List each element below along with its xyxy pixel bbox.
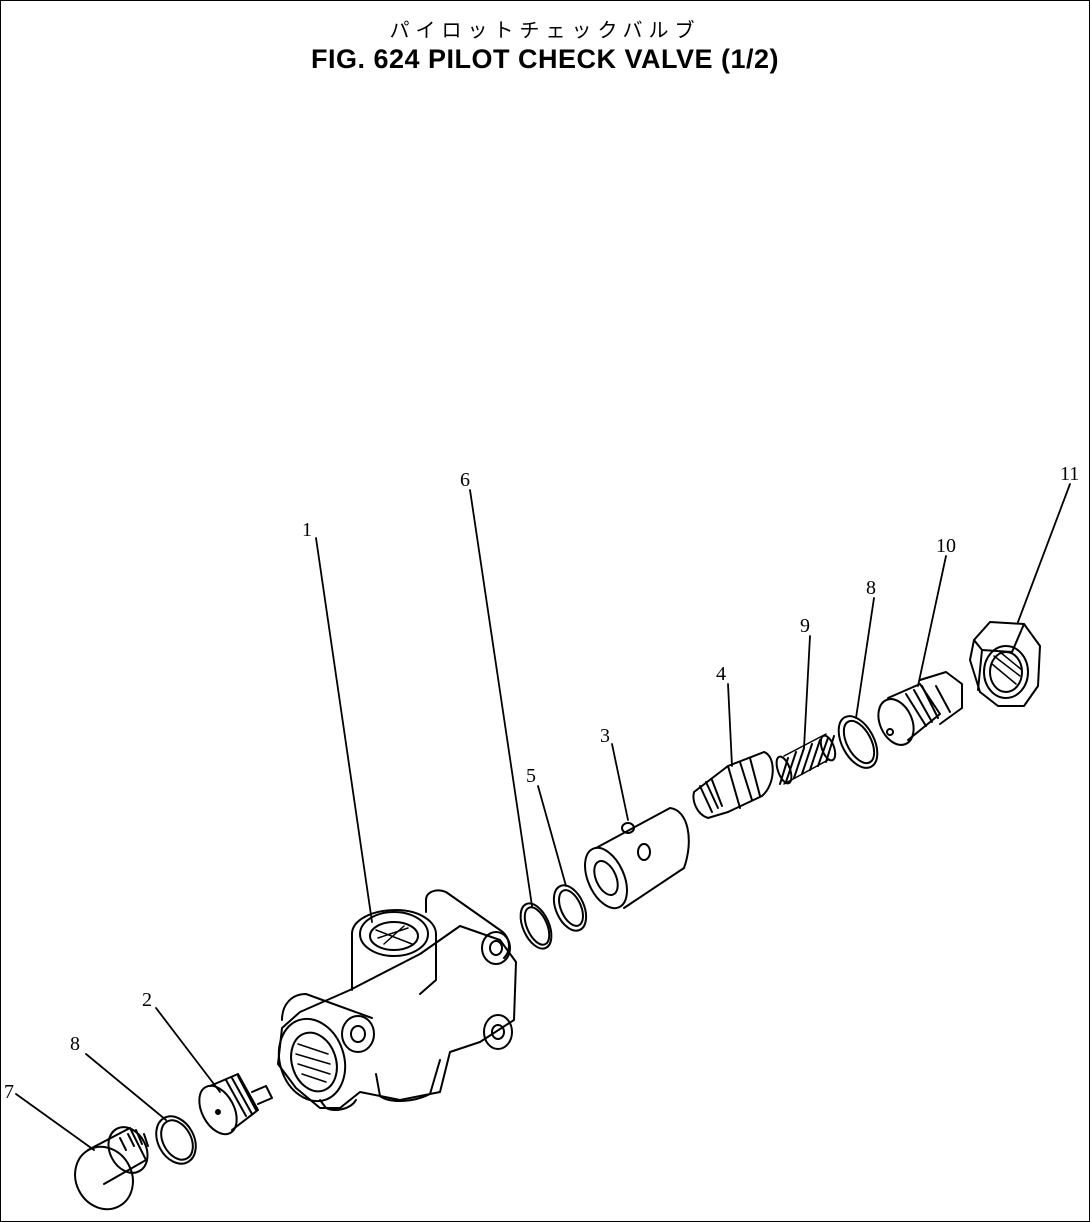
- figure-title: FIG. 624 PILOT CHECK VALVE (1/2): [310, 44, 780, 74]
- part-poppet-4: [692, 751, 774, 819]
- callout-1: 1: [302, 519, 312, 541]
- part-ring-6: [519, 902, 553, 950]
- part-plug-7: [74, 1126, 149, 1211]
- callout-8-right: 8: [866, 577, 876, 599]
- leader-line-4: [727, 683, 733, 767]
- part-spring-9: [775, 733, 837, 785]
- leader-line-11: [1017, 483, 1071, 623]
- leader-line-9: [803, 635, 811, 749]
- leader-line-3: [611, 743, 629, 821]
- leader-line-7: [15, 1093, 95, 1151]
- leader-line-6: [469, 489, 533, 907]
- leader-line-1: [315, 537, 373, 923]
- callout-8-left: 8: [70, 1033, 80, 1055]
- part-oring-8-right: [837, 715, 879, 769]
- part-ring-5: [552, 884, 588, 932]
- callout-4: 4: [716, 663, 726, 685]
- callout-6: 6: [460, 469, 470, 491]
- leader-line-8-right: [855, 597, 875, 719]
- callout-10: 10: [936, 535, 956, 557]
- callout-7: 7: [4, 1081, 14, 1103]
- figure-title-japanese: パイロットチェックバルブ: [389, 18, 701, 42]
- part-sleeve-3: [584, 807, 690, 910]
- leader-line-5: [537, 785, 567, 887]
- leader-line-2: [155, 1007, 221, 1093]
- part-plug-10: [877, 671, 963, 746]
- leader-line-8-left: [85, 1053, 167, 1121]
- callout-5: 5: [526, 765, 536, 787]
- part-piston-2: [198, 1073, 273, 1136]
- callout-11: 11: [1060, 463, 1079, 485]
- callout-2: 2: [142, 989, 152, 1011]
- leader-lines: [15, 483, 1071, 1151]
- leader-line-10: [917, 555, 947, 687]
- part-nut-11: [969, 621, 1041, 707]
- callout-3: 3: [600, 725, 610, 747]
- part-valve-body-1: [277, 889, 517, 1111]
- part-oring-8-left: [155, 1115, 197, 1165]
- callout-9: 9: [800, 615, 810, 637]
